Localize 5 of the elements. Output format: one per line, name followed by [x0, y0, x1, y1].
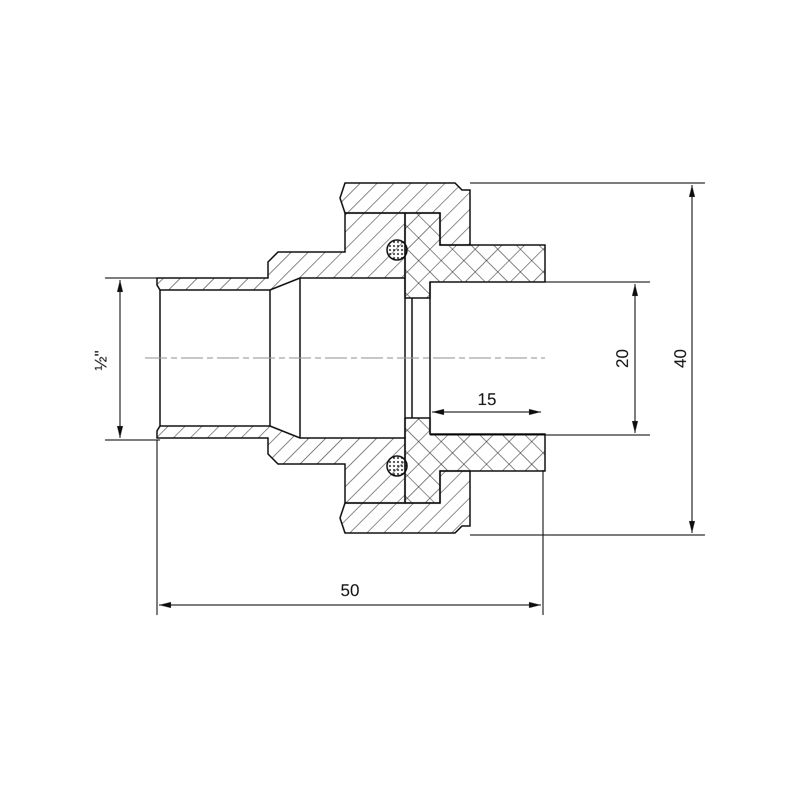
dimension-label: 20	[613, 348, 630, 368]
dimension-label: ½"	[92, 350, 110, 370]
dimension-label: 40	[671, 348, 688, 368]
dimension-label: 50	[340, 582, 360, 598]
dimension-label: 15	[478, 390, 496, 408]
